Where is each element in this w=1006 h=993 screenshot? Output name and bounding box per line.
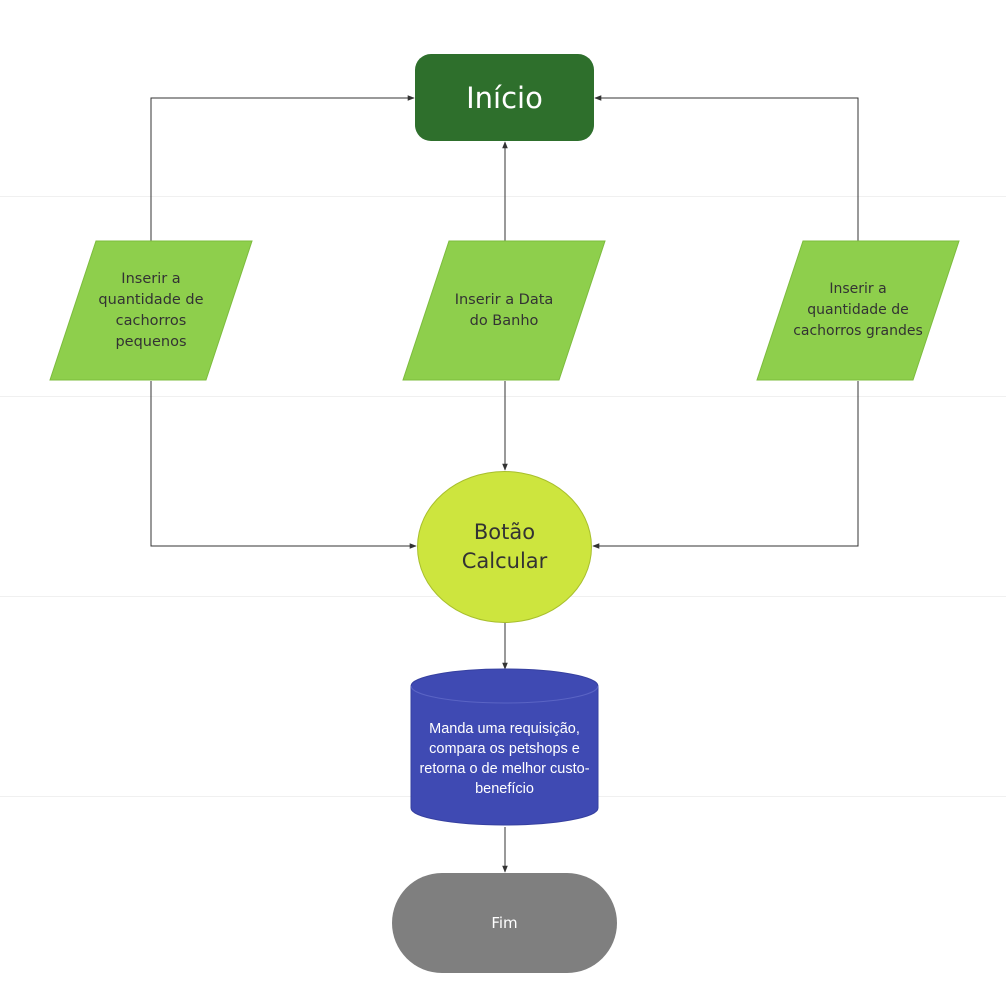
database-node[interactable]: Manda uma requisição, compara os petshop… (410, 668, 599, 827)
connector-large-to-calculate[interactable] (592, 381, 859, 549)
input-small-dogs-label: Inserir a quantidade de cachorros pequen… (98, 270, 204, 350)
end-node-label: Fim (491, 914, 518, 932)
input-large-dogs-label: Inserir a quantidade de cachorros grande… (793, 281, 923, 339)
page-guide-line (0, 396, 1006, 397)
end-node[interactable]: Fim (392, 873, 617, 973)
input-date-label: Inserir a Data do Banho (454, 291, 554, 329)
connector-small-to-calculate[interactable] (150, 381, 417, 549)
calculate-button-label: Botão Calcular (461, 520, 548, 573)
input-large-dogs-node[interactable]: Inserir a quantidade de cachorros grande… (756, 240, 960, 381)
connector-large-to-start[interactable] (594, 95, 859, 241)
input-small-dogs-node[interactable]: Inserir a quantidade de cachorros pequen… (49, 240, 253, 381)
connector-small-to-start[interactable] (150, 95, 415, 241)
input-date-node[interactable]: Inserir a Data do Banho (402, 240, 606, 381)
database-label: Manda uma requisição, compara os petshop… (419, 720, 590, 797)
calculate-button-node[interactable]: Botão Calcular (417, 471, 592, 623)
start-node[interactable]: Início (415, 54, 594, 141)
start-node-label: Início (466, 80, 543, 115)
page-guide-line (0, 196, 1006, 197)
